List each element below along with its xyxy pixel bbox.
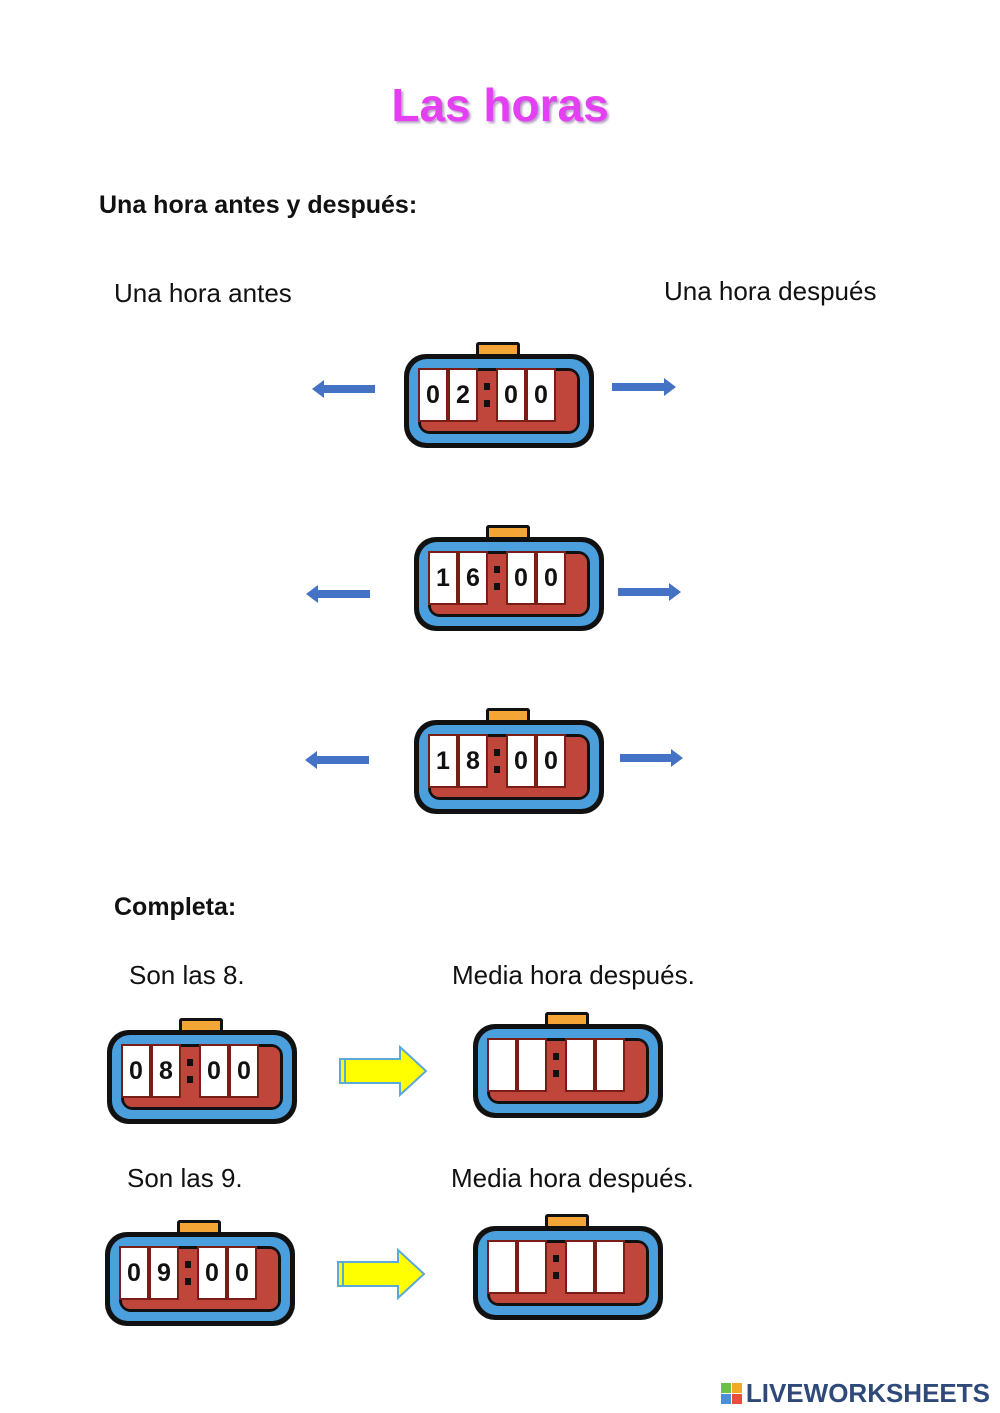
arrow-left-icon	[306, 585, 370, 603]
answer-clock-1	[473, 1012, 663, 1124]
answer-digit-input[interactable]	[487, 1240, 517, 1294]
result-label: Media hora después.	[452, 960, 695, 990]
answer-digit-input[interactable]	[565, 1240, 595, 1294]
clock-digit: 1	[428, 734, 458, 788]
clock-digit: 0	[197, 1246, 227, 1300]
arrow-right-icon	[618, 583, 681, 601]
answer-digit-input[interactable]	[517, 1038, 547, 1092]
clock-digit: 0	[229, 1044, 259, 1098]
answer-digit-input[interactable]	[565, 1038, 595, 1092]
brand-name: LIVEWORKSHEETS	[745, 1378, 990, 1408]
prompt-label: Son las 9.	[127, 1163, 243, 1193]
section-heading-before-after: Una hora antes y después:	[99, 191, 418, 219]
clock-digit: 0	[536, 734, 566, 788]
alarm-clock-icon: 1 6 0 0	[414, 525, 604, 637]
answer-clock-2	[473, 1214, 663, 1326]
clock-digit: 0	[199, 1044, 229, 1098]
alarm-clock-icon: 0 9 0 0	[105, 1220, 295, 1332]
clock-digit: 0	[536, 551, 566, 605]
alarm-clock-icon: 1 8 0 0	[414, 708, 604, 820]
arrow-right-icon	[612, 378, 676, 396]
clock-digit: 6	[458, 551, 488, 605]
clock-digit: 0	[506, 551, 536, 605]
liveworksheets-logo-icon	[720, 1383, 742, 1404]
arrow-left-icon	[312, 380, 375, 398]
clock-digit: 0	[119, 1246, 149, 1300]
brand-logo: LIVEWORKSHEETS	[720, 1378, 990, 1409]
prompt-label: Son las 8.	[129, 960, 245, 990]
clock-digit: 8	[458, 734, 488, 788]
clock-digit: 8	[151, 1044, 181, 1098]
yellow-arrow-icon	[339, 1045, 428, 1097]
section-heading-complete: Completa:	[114, 893, 237, 921]
yellow-arrow-icon	[337, 1248, 426, 1300]
arrow-left-icon	[305, 751, 369, 769]
label-hour-after: Una hora después	[664, 276, 877, 306]
clock-digit: 2	[448, 368, 478, 422]
clock-digit: 9	[149, 1246, 179, 1300]
label-hour-before: Una hora antes	[114, 278, 292, 308]
alarm-clock-icon: 0 8 0 0	[107, 1018, 297, 1130]
clock-digit: 1	[428, 551, 458, 605]
result-label: Media hora después.	[451, 1163, 694, 1193]
clock-digit: 0	[227, 1246, 257, 1300]
clock-digit: 0	[506, 734, 536, 788]
clock-digit: 0	[121, 1044, 151, 1098]
answer-digit-input[interactable]	[595, 1240, 625, 1294]
alarm-clock-icon: 0 2 0 0	[404, 342, 594, 454]
answer-digit-input[interactable]	[595, 1038, 625, 1092]
clock-digit: 0	[526, 368, 556, 422]
clock-digit: 0	[496, 368, 526, 422]
answer-digit-input[interactable]	[517, 1240, 547, 1294]
clock-digit: 0	[418, 368, 448, 422]
page-title: Las horas	[391, 79, 609, 131]
arrow-right-icon	[620, 749, 683, 767]
answer-digit-input[interactable]	[487, 1038, 517, 1092]
